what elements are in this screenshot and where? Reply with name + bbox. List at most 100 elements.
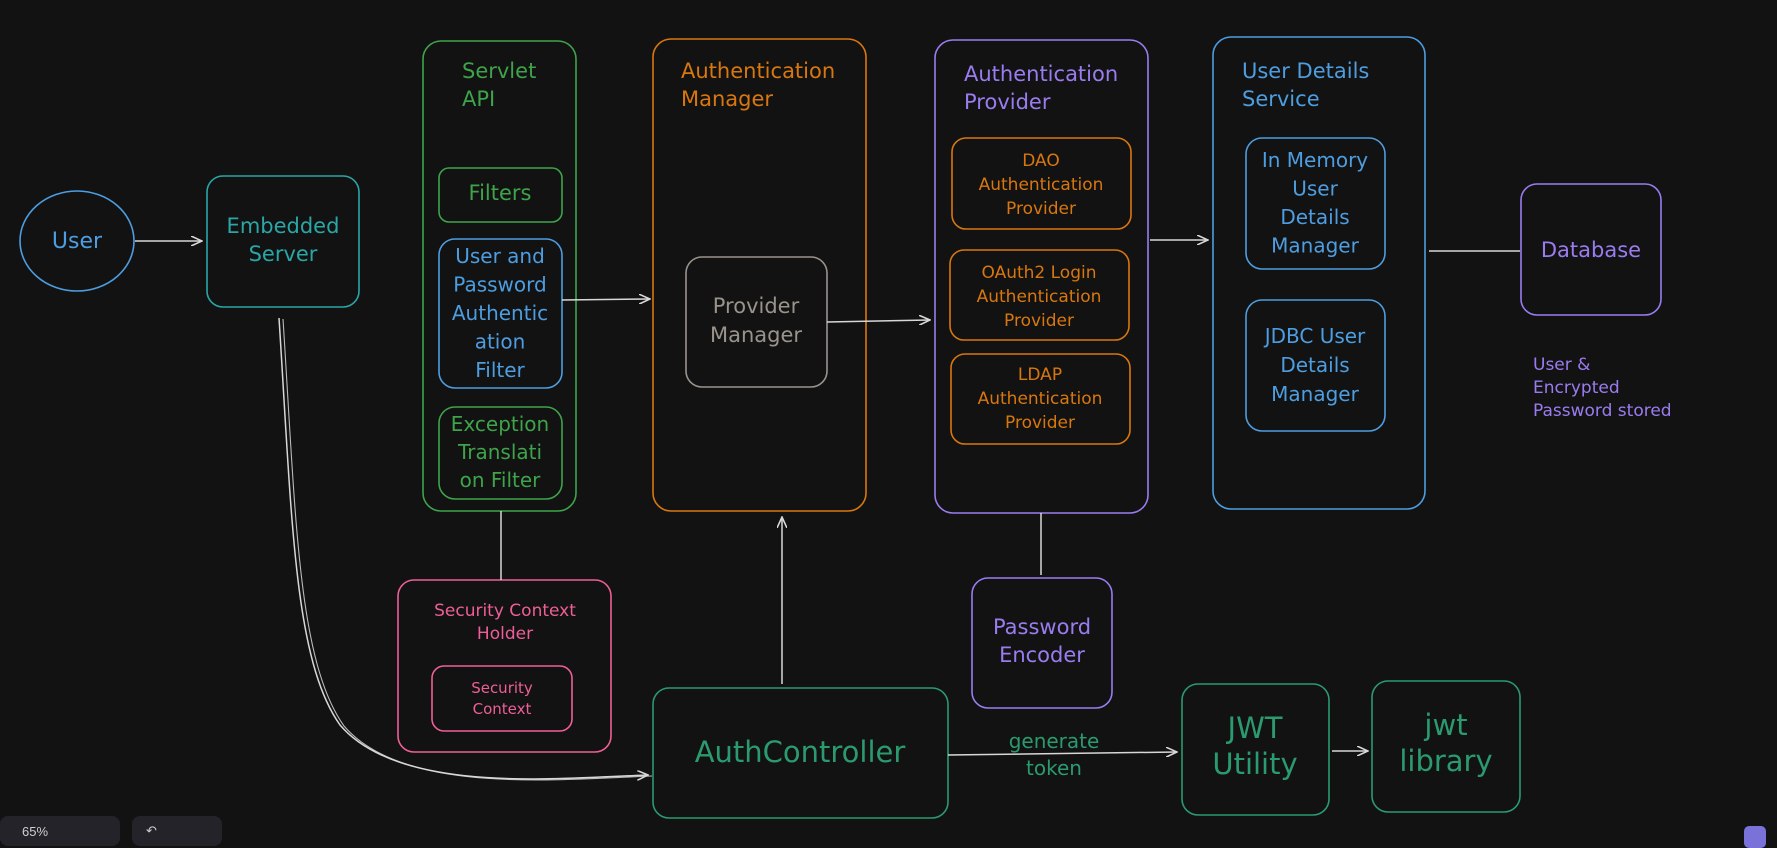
- authentication-provider-container-label-line: Provider: [964, 90, 1051, 114]
- auth-controller-node-label-line: AuthController: [695, 735, 906, 769]
- dao-authentication-provider-node-label-line: DAO: [1022, 151, 1060, 171]
- user-node-label: User: [52, 229, 103, 254]
- oauth2-login-authentication-provider-node-label-line: OAuth2 Login: [981, 263, 1096, 283]
- user-node-label-line: User: [52, 229, 103, 254]
- edge-embedded-server-to-auth-controller[interactable]: [278, 317, 648, 779]
- jwt-library-node-shape[interactable]: [1371, 680, 1521, 813]
- security-context-node-shape[interactable]: [431, 665, 573, 732]
- oauth2-login-authentication-provider-node-shape[interactable]: [949, 249, 1130, 341]
- in-memory-user-details-manager-node-label-line: User: [1292, 177, 1338, 201]
- security-context-holder-container-shape[interactable]: [397, 579, 612, 753]
- jwt-library-node-label-line: library: [1399, 744, 1492, 778]
- jwt-utility-node-label-line: JWT: [1226, 711, 1283, 745]
- user-password-authentication-filter-node-shape[interactable]: [438, 238, 563, 389]
- oauth2-login-authentication-provider-node-label-line: Authentication: [977, 287, 1102, 307]
- security-context-node-label-line: Security: [471, 679, 533, 697]
- jdbc-user-details-manager-node-label-line: Manager: [1271, 382, 1359, 406]
- exception-translation-filter-node-label-line: Translati: [457, 440, 542, 464]
- in-memory-user-details-manager-node-shape[interactable]: [1245, 137, 1386, 270]
- jdbc-user-details-manager-node-label-line: JDBC User: [1263, 324, 1366, 348]
- ldap-authentication-provider-node-label-line: Authentication: [978, 389, 1103, 409]
- dao-authentication-provider-node-label-line: Provider: [1006, 199, 1076, 219]
- database-note-label-line: User &: [1533, 355, 1590, 375]
- in-memory-user-details-manager-node-label-line: Manager: [1271, 234, 1359, 258]
- embedded-server-node-label-line: Embedded: [227, 214, 340, 238]
- filters-node-label-line: Filters: [469, 181, 532, 205]
- ldap-authentication-provider-node-label-line: LDAP: [1018, 365, 1062, 385]
- exception-translation-filter-node-shape[interactable]: [438, 406, 563, 500]
- undo-button[interactable]: ↶: [132, 816, 222, 846]
- help-icon[interactable]: [1744, 826, 1766, 848]
- user-details-service-container-label-line: User Details: [1242, 59, 1369, 83]
- security-context-node-label-line: Context: [473, 700, 532, 718]
- user-password-authentication-filter-node-label-line: ation: [475, 330, 526, 354]
- database-note-label-line: Encrypted: [1533, 378, 1620, 398]
- oauth2-login-authentication-provider-node-label-line: Provider: [1004, 311, 1074, 331]
- edge-provider-manager-to-authentication-provider[interactable]: [826, 320, 930, 322]
- user-password-authentication-filter-node-label-line: User and: [455, 244, 545, 268]
- in-memory-user-details-manager-node-label-line: Details: [1280, 205, 1349, 229]
- database-node-label: Database: [1541, 238, 1641, 262]
- filters-node-shape[interactable]: [438, 167, 563, 223]
- security-context-holder-container-label-line: Security Context: [434, 601, 576, 621]
- authentication-manager-container-label-line: Authentication: [681, 59, 835, 83]
- database-node-shape[interactable]: [1520, 183, 1662, 316]
- exception-translation-filter-node-label-line: Exception: [451, 412, 549, 436]
- provider-manager-node-shape[interactable]: [685, 256, 828, 388]
- in-memory-user-details-manager-node-label-line: In Memory: [1262, 148, 1368, 172]
- user-password-authentication-filter-node-label-line: Password: [453, 273, 546, 297]
- user-password-authentication-filter-node-label-line: Authentic: [452, 301, 548, 325]
- generate-token-edge-label: generate token: [1009, 729, 1100, 780]
- dao-authentication-provider-node-label-line: Authentication: [979, 175, 1104, 195]
- edge-filter-to-authentication-manager[interactable]: [561, 299, 650, 300]
- jwt-utility-node-label-line: Utility: [1212, 747, 1297, 781]
- jwt-library-node-label-line: jwt: [1423, 708, 1467, 742]
- authentication-manager-container-label-line: Manager: [681, 87, 773, 111]
- edge-embedded-server-to-auth-controller-stroke: [282, 318, 653, 781]
- servlet-api-container-shape[interactable]: [422, 40, 577, 512]
- password-encoder-node-shape[interactable]: [971, 577, 1113, 709]
- ldap-authentication-provider-node-label-line: Provider: [1005, 413, 1075, 433]
- edge-auth-controller-to-jwt-utility[interactable]: [947, 752, 1177, 755]
- security-context-holder-container-label-line: Holder: [477, 624, 533, 644]
- user-details-service-container-label-line: Service: [1242, 87, 1320, 111]
- password-encoder-node-label-line: Password: [993, 615, 1091, 639]
- auth-controller-node-shape[interactable]: [652, 687, 949, 819]
- generate-token-edge-label-line: generate: [1009, 729, 1100, 753]
- embedded-server-node-label-line: Server: [249, 242, 318, 266]
- exception-translation-filter-node-label-line: on Filter: [460, 468, 542, 492]
- user-password-authentication-filter-node-label-line: Filter: [475, 358, 525, 382]
- authentication-provider-container-label-line: Authentication: [964, 62, 1118, 86]
- zoom-control[interactable]: 65%: [0, 816, 120, 846]
- ldap-authentication-provider-node-shape[interactable]: [950, 353, 1131, 445]
- dao-authentication-provider-node-shape[interactable]: [951, 137, 1132, 230]
- authentication-manager-container-shape[interactable]: [652, 38, 867, 512]
- user-node-shape[interactable]: [19, 190, 135, 292]
- database-node-label-line: Database: [1541, 238, 1641, 262]
- generate-token-edge-label-line: token: [1026, 756, 1082, 780]
- jdbc-user-details-manager-node-shape[interactable]: [1245, 299, 1386, 432]
- user-details-service-container-shape[interactable]: [1212, 36, 1426, 510]
- jwt-utility-node-shape[interactable]: [1181, 683, 1330, 816]
- jdbc-user-details-manager-node-label-line: Details: [1280, 353, 1349, 377]
- embedded-server-node-shape[interactable]: [206, 175, 360, 308]
- provider-manager-node-label-line: Manager: [710, 323, 802, 347]
